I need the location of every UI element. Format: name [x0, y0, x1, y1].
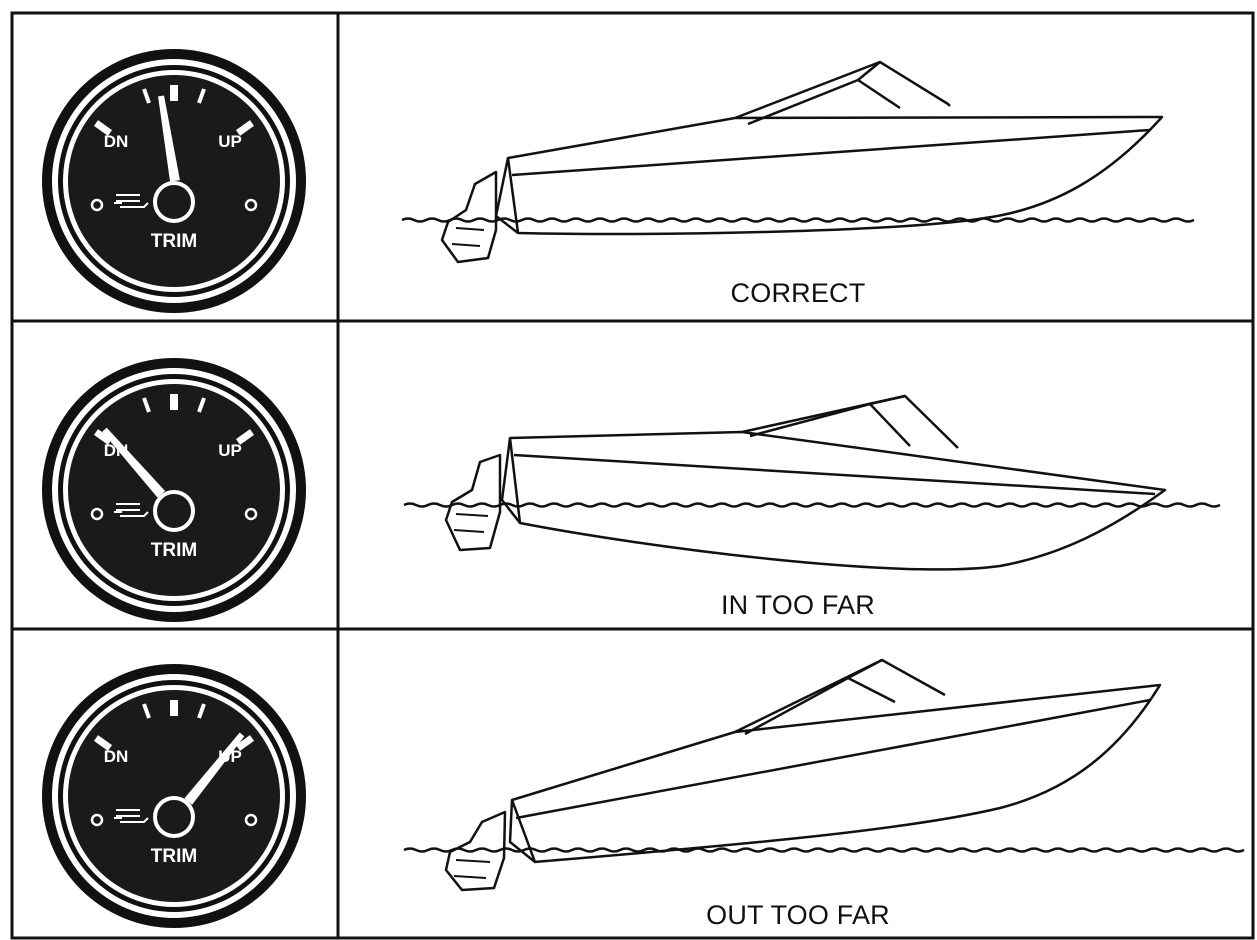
gauge-dn-label: DN: [104, 747, 129, 766]
waterline-correct: [401, 217, 1195, 223]
gauge-up-label: UP: [218, 747, 242, 766]
waterline-out-too-far: [403, 847, 1245, 853]
gauge-up-label: UP: [218, 132, 242, 151]
gauge-up-label: UP: [218, 441, 242, 460]
boat-correct: [440, 60, 1164, 264]
trim-gauge-in-too-far: DN UP TRIM: [42, 358, 306, 622]
gauge-trim-label: TRIM: [151, 231, 197, 252]
caption-in-too-far: IN TOO FAR: [720, 590, 876, 620]
trim-gauge-correct: DN UP TRIM: [42, 49, 306, 313]
caption-correct: CORRECT: [730, 278, 866, 308]
gauge-trim-label: TRIM: [151, 540, 197, 561]
boat-in-too-far: [444, 394, 1167, 571]
panel-grid: [10, 11, 1255, 940]
gauge-dn-label: DN: [104, 441, 129, 460]
boat-out-too-far: [444, 658, 1162, 892]
gauge-dn-label: DN: [104, 132, 129, 151]
gauge-trim-label: TRIM: [151, 846, 197, 867]
waterline-in-too-far: [403, 502, 1221, 508]
caption-out-too-far: OUT TOO FAR: [706, 900, 890, 930]
trim-gauge-out-too-far: DN UP TRIM: [42, 664, 306, 928]
